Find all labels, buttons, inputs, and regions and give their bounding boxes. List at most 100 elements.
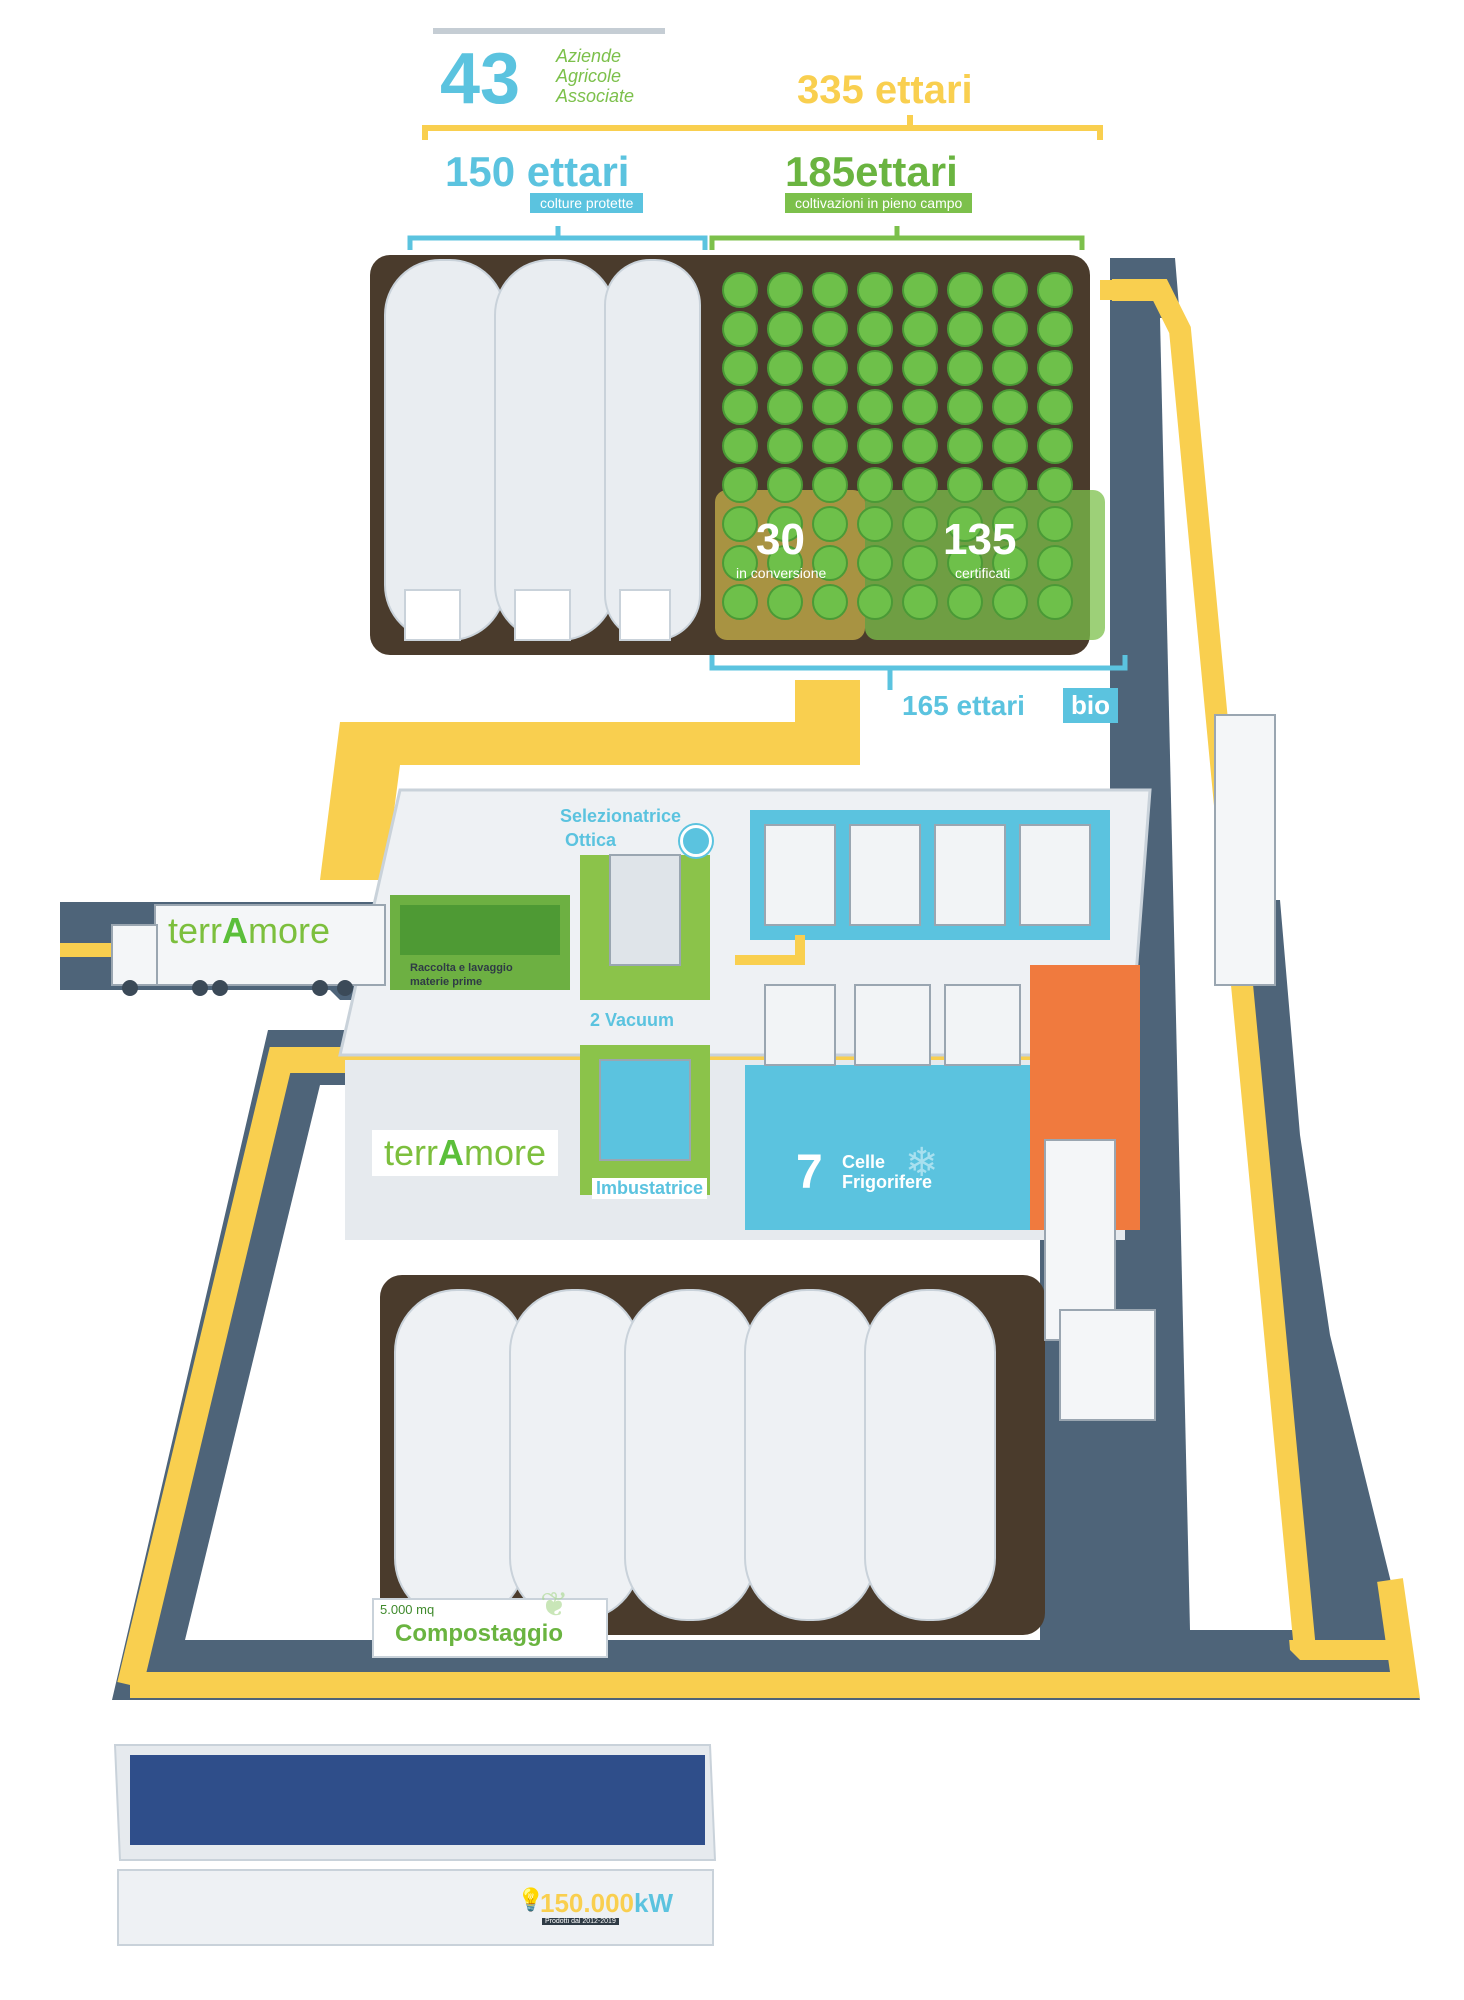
protected-hectares: 150 ettari [445,148,629,196]
aziende-label-1: Aziende [556,46,622,66]
crop-plant [992,545,1028,581]
bracket-335 [422,125,1103,140]
crop-plant [947,545,983,581]
right-road-yellow [1112,279,1316,1652]
aziende-label-3: Associate [556,86,635,106]
bio-hectares: 165 ettari [902,690,1025,721]
crop-plant [767,584,803,620]
yellow-road-bottom [130,1578,1420,1698]
crop-plant [947,428,983,464]
crop-plant [767,311,803,347]
associate-count: 43 [440,39,521,119]
solar-base [117,1869,714,1946]
crop-plant [992,350,1028,386]
crop-plant [992,311,1028,347]
crop-plant [767,467,803,503]
crop-plant [812,506,848,542]
brand-cap: A [222,910,248,951]
crop-plant [947,506,983,542]
crop-plant [767,350,803,386]
crop-plant [1037,389,1073,425]
raccolta-label-1: Raccolta e lavaggio [410,962,513,974]
crop-plant [902,428,938,464]
brand-post: more [248,910,331,951]
crop-plant [722,350,758,386]
crop-plant [722,272,758,308]
open-hectares: 185ettari [785,148,958,196]
crop-plant [857,350,893,386]
crop-plant [857,428,893,464]
selezionatrice-label-2: Ottica [565,830,617,850]
crop-plant [812,545,848,581]
crop-plant [947,272,983,308]
crop-plant [1037,311,1073,347]
celle-label-2: Frigorifere [842,1172,933,1192]
crop-plant [722,389,758,425]
crop-plant [902,545,938,581]
certified-value: 135 [943,515,1017,564]
crop-plant [1037,350,1073,386]
crop-plant [767,272,803,308]
raccolta-label-2: materie prime [410,976,483,988]
truck-icon [1214,714,1276,986]
crop-plant [992,389,1028,425]
header-bar [433,28,665,34]
crop-plant [767,506,803,542]
brand-post: more [464,1132,547,1173]
bracket-165 [709,655,1128,671]
selezionatrice-machine [609,854,681,966]
crop-plant [902,389,938,425]
bio-tag: bio [1063,688,1118,723]
solar-note: Prodotti dal 2012-2019 [542,1918,619,1925]
open-tag: coltivazioni in pieno campo [785,193,973,213]
truck-icon [1044,1139,1156,1421]
imbustatrice-machine [599,1059,691,1161]
certified-label: certificati [955,565,1011,581]
imbustatrice-label: Imbustatrice [592,1178,708,1199]
crop-plant [857,272,893,308]
truck-icon [111,904,386,996]
greenhouses [384,259,701,641]
crop-plant [902,350,938,386]
conveyor-lines [735,935,805,965]
protected-unit: ettari [526,148,630,195]
cold-cell-rooms [764,824,1091,1066]
crop-plant [722,467,758,503]
crop-plant [722,545,758,581]
celle-value: 7 [796,1146,823,1199]
total-hectares: 335 ettari [797,68,973,112]
crop-plant [947,311,983,347]
crop-plant [992,428,1028,464]
celle-label-1: Celle [842,1152,886,1172]
crop-plant [722,506,758,542]
crop-plant [947,467,983,503]
eye-icon [680,825,712,857]
crop-plant [857,506,893,542]
crop-plant [992,467,1028,503]
solar-unit: kW [633,1888,673,1918]
crop-plant [857,584,893,620]
building-brand: terrAmore [372,1130,559,1176]
crop-plant [857,311,893,347]
crop-plant [812,467,848,503]
compost-label-box [372,1598,608,1658]
crop-plant [902,467,938,503]
crop-plant [767,428,803,464]
crop-plant [722,584,758,620]
leaf-icon: ❦ [540,1585,569,1625]
crop-plant [947,389,983,425]
crop-plant [812,428,848,464]
open-value: 185 [785,148,856,195]
crop-plant [857,467,893,503]
compost-label: Compostaggio [395,1620,563,1647]
connector-road [320,680,860,880]
crop-plant [992,584,1028,620]
crop-plant [767,389,803,425]
compost-area: 5.000 mq [380,1602,435,1617]
solar-value: 150.000kW [540,1888,673,1919]
crop-plant [722,428,758,464]
crop-plant [902,272,938,308]
cold-cells-front [745,1065,1030,1230]
crop-plant [812,389,848,425]
